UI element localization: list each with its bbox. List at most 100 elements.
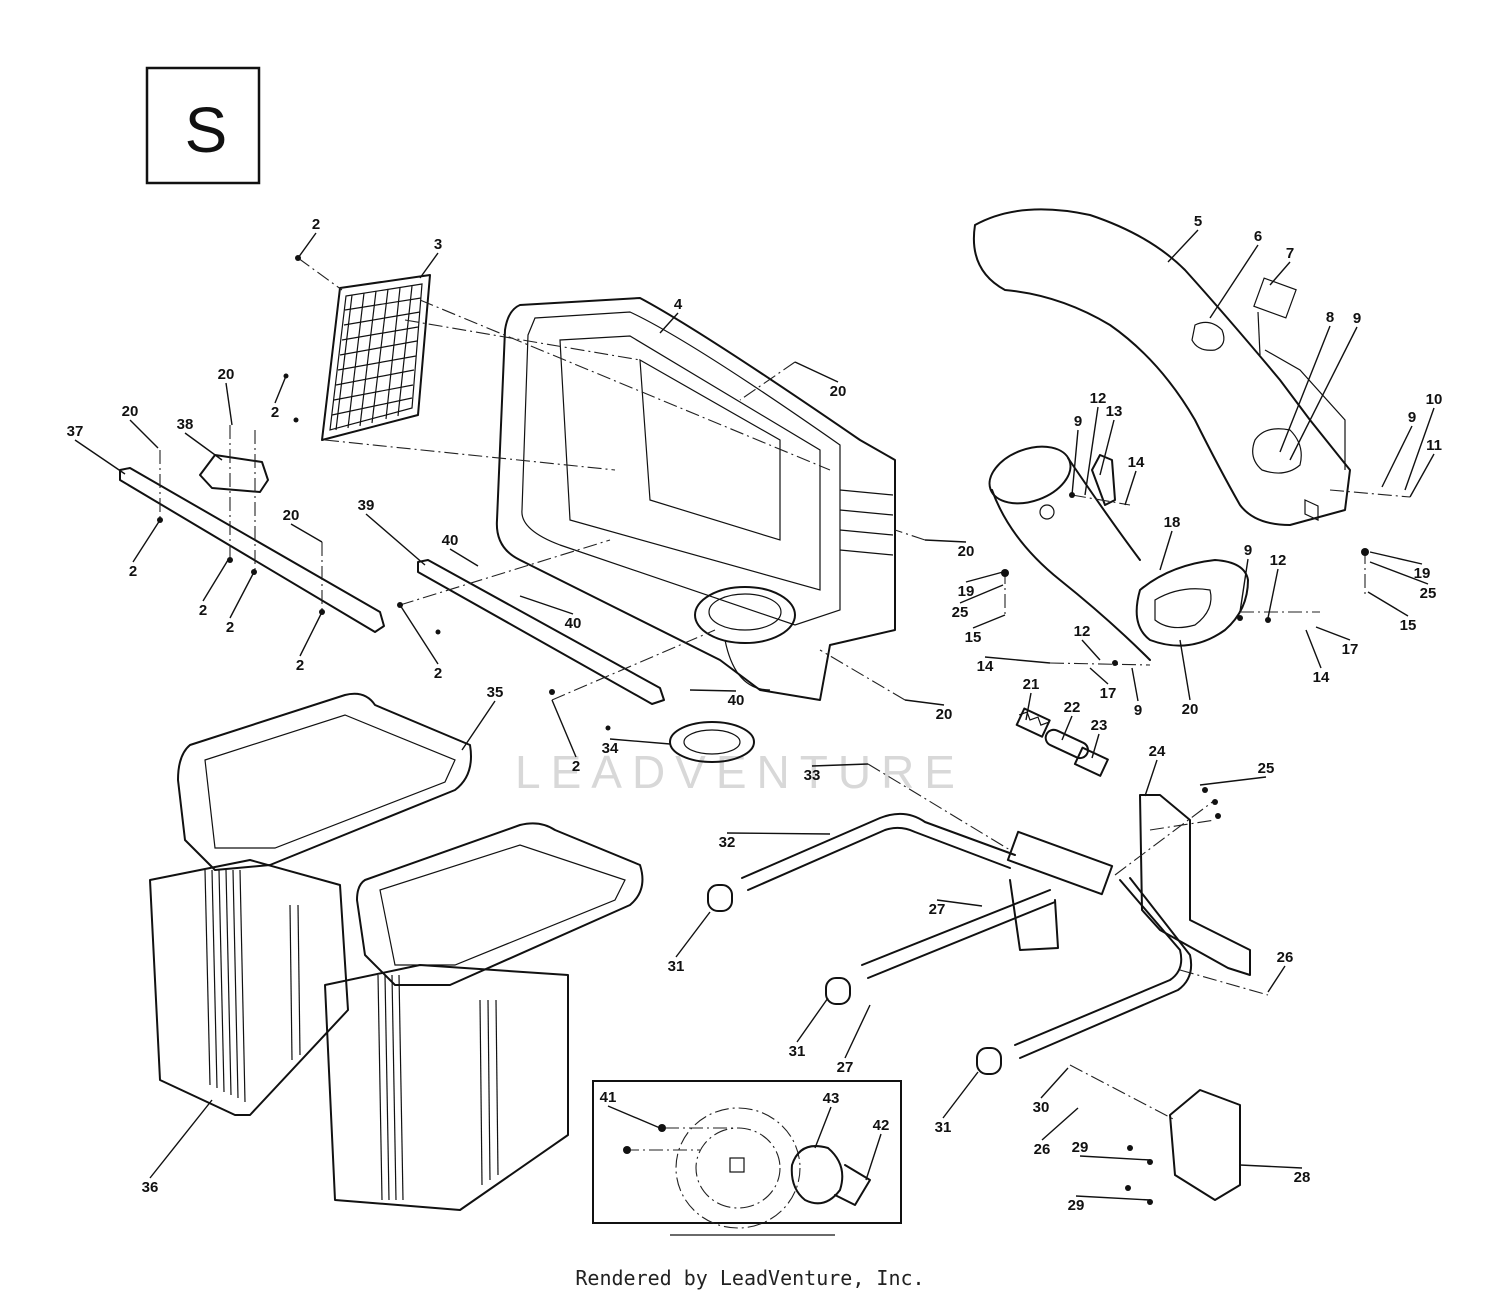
rear-deflector-part xyxy=(417,559,665,705)
callout-leader xyxy=(149,1099,213,1179)
callout-label: 12 xyxy=(1090,390,1107,407)
callout-leader xyxy=(965,571,1004,583)
callout-label: 15 xyxy=(1400,617,1417,634)
callout-label: 14 xyxy=(977,658,994,675)
callout-label: 19 xyxy=(958,583,975,600)
callout-label: 25 xyxy=(1420,585,1437,602)
callout-leader xyxy=(1267,965,1286,993)
callout-label: 12 xyxy=(1074,623,1091,640)
wheel-inset xyxy=(592,1080,902,1236)
callout-label: 4 xyxy=(674,296,683,313)
callout-label: 20 xyxy=(1182,701,1199,718)
frame-tube-part xyxy=(741,812,1193,1059)
callout-label: 34 xyxy=(602,740,619,757)
callout-leader xyxy=(811,763,869,767)
callout-leader xyxy=(1079,1155,1151,1161)
callout-leader xyxy=(225,382,233,426)
callout-leader xyxy=(229,571,255,619)
section-label-box: S xyxy=(145,66,261,185)
callout-leader xyxy=(865,1133,882,1181)
callout-leader xyxy=(1409,453,1435,498)
callout-label: 36 xyxy=(142,1179,159,1196)
callout-leader xyxy=(1071,429,1079,496)
callout-label: 42 xyxy=(873,1117,890,1134)
callout-leader xyxy=(1305,629,1322,669)
callout-leader xyxy=(1404,407,1435,491)
callout-leader xyxy=(1267,568,1279,619)
callout-label: 2 xyxy=(312,216,320,233)
hitch-bracket-part xyxy=(1169,1089,1241,1201)
callout-leader xyxy=(129,419,159,449)
callout-label: 33 xyxy=(804,767,821,784)
callout-label: 24 xyxy=(1149,743,1166,760)
callout-label: 20 xyxy=(958,543,975,560)
callout-label: 18 xyxy=(1164,514,1181,531)
callout-label: 2 xyxy=(296,657,304,674)
callout-leader xyxy=(1099,419,1115,476)
callout-leader xyxy=(1081,639,1101,661)
callout-label: 25 xyxy=(952,604,969,621)
callout-label: 20 xyxy=(122,403,139,420)
callout-leader xyxy=(959,584,1004,604)
hopper-frame-part xyxy=(495,297,896,701)
callout-label: 2 xyxy=(199,602,207,619)
callout-leader xyxy=(689,689,737,692)
callout-leader xyxy=(74,439,126,475)
callout-label: 38 xyxy=(177,416,194,433)
callout-leader xyxy=(184,432,223,461)
callout-leader xyxy=(1209,244,1259,319)
callout-leader xyxy=(1091,733,1100,759)
assembly-lines xyxy=(159,257,1411,1151)
callout-leader xyxy=(607,1105,661,1129)
callout-label: 32 xyxy=(719,834,736,851)
section-label: S xyxy=(185,94,228,166)
callout-label: 21 xyxy=(1023,676,1040,693)
callout-label: 26 xyxy=(1034,1141,1051,1158)
callout-label: 40 xyxy=(728,692,745,709)
callout-label: 41 xyxy=(600,1089,617,1106)
callout-label: 35 xyxy=(487,684,504,701)
callout-label: 2 xyxy=(129,563,137,580)
callout-leader xyxy=(1040,1067,1069,1099)
callout-label: 20 xyxy=(218,366,235,383)
callout-leader xyxy=(609,738,671,745)
callout-leader xyxy=(1179,639,1191,701)
callout-label: 8 xyxy=(1326,309,1334,326)
callout-leader xyxy=(942,1071,979,1119)
callout-leader xyxy=(1369,551,1423,565)
callout-label: 29 xyxy=(1068,1197,1085,1214)
callout-label: 10 xyxy=(1426,391,1443,408)
callout-label: 9 xyxy=(1074,413,1082,430)
callout-leader xyxy=(924,539,967,543)
callout-leader xyxy=(1131,667,1139,702)
callout-leader xyxy=(399,604,439,665)
mesh-screen-part xyxy=(321,274,431,441)
callout-leader xyxy=(1124,470,1137,506)
spring-pin-assembly xyxy=(1015,707,1109,777)
callout-label: 2 xyxy=(226,619,234,636)
callout-label: 27 xyxy=(929,901,946,918)
callout-leader xyxy=(1041,1107,1079,1141)
callout-label: 15 xyxy=(965,629,982,646)
callout-label: 31 xyxy=(789,1043,806,1060)
callout-leader xyxy=(1084,406,1099,496)
callout-leader xyxy=(904,699,945,706)
callout-leader xyxy=(1367,591,1409,617)
clip-part xyxy=(199,454,269,493)
callout-leader xyxy=(1025,692,1032,721)
callout-leader xyxy=(1315,626,1351,641)
callout-label: 2 xyxy=(434,665,442,682)
callout-leader xyxy=(1381,425,1413,488)
callout-leader xyxy=(936,899,983,907)
callout-label: 28 xyxy=(1294,1169,1311,1186)
footer-credit: Rendered by LeadVenture, Inc. xyxy=(575,1266,925,1290)
callout-label: 17 xyxy=(1342,641,1359,658)
callout-leader xyxy=(1061,715,1073,741)
right-bag-assembly xyxy=(324,822,644,1211)
callout-label: 14 xyxy=(1128,454,1145,471)
callout-leader xyxy=(461,700,496,751)
callout-label: 5 xyxy=(1194,213,1202,230)
callout-leader xyxy=(1239,1164,1303,1169)
callout-leader xyxy=(844,1004,871,1059)
callout-leader xyxy=(675,911,711,958)
